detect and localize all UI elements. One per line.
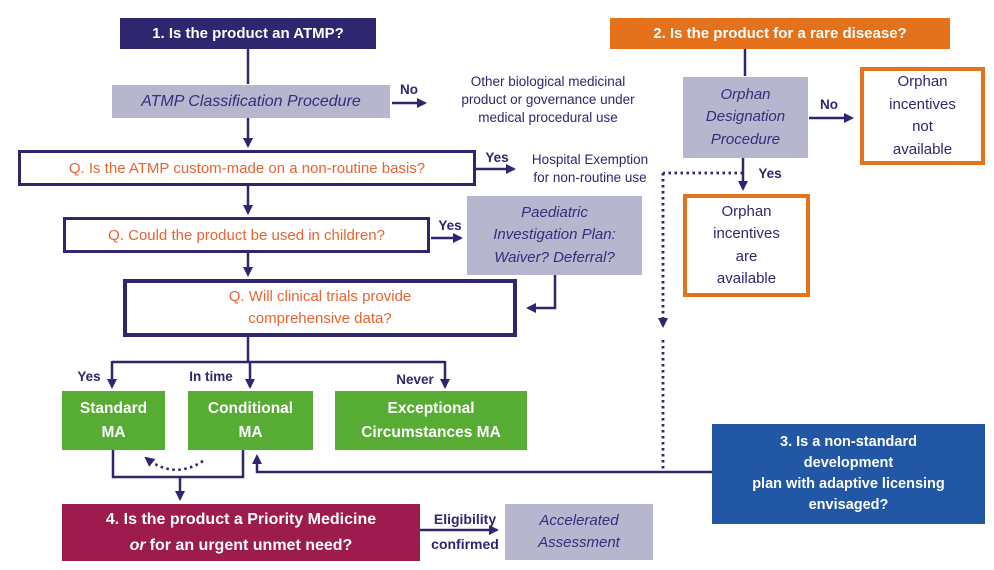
never-label: Never [396,372,434,387]
wire-ma-join [111,450,245,479]
question3-box: 3. Is a non-standard development plan wi… [712,424,985,524]
yes-branch-label: Yes [77,369,101,384]
paediatric-plan-box: Paediatric Investigation Plan: Waiver? D… [467,196,642,275]
hospital-exemption-text: Hospital Exemption for non-routine use [531,152,649,186]
question4-or: or [129,536,146,554]
no-label-atmp: No [400,82,418,97]
other-biological-text: Other biological medicinal product or go… [461,74,635,126]
q-clinical-trials-box: Q. Will clinical trials provide comprehe… [123,279,517,337]
q-children-label: Q. Could the product be used in children… [108,226,385,244]
yes-label-orphan: Yes [758,166,782,181]
yes-label-custom: Yes [485,150,509,165]
question2-label: 2. Is the product for a rare disease? [653,25,907,42]
accelerated-assessment-box: Accelerated Assessment [505,504,653,560]
standard-ma-box: Standard MA [62,391,165,450]
atmp-classification-label: ATMP Classification Procedure [141,92,361,110]
q-custom-made-box: Q. Is the ATMP custom-made on a non-rout… [18,150,476,186]
question4-box: 4. Is the product a Priority Medicine or… [62,504,420,561]
question1-label: 1. Is the product an ATMP? [152,25,344,42]
confirmed-label: confirmed [431,536,499,552]
conditional-ma-box: Conditional MA [188,391,313,450]
eligibility-label: Eligibility [433,511,497,527]
wire-box3-to-conditional [252,454,712,474]
orphan-incentives-are-box: Orphan incentives are available [683,194,810,297]
question2-box: 2. Is the product for a rare disease? [610,18,950,49]
no-label-orphan: No [820,97,838,112]
q-custom-made-label: Q. Is the ATMP custom-made on a non-rout… [68,159,426,177]
question4-line1: 4. Is the product a Priority Medicine [105,510,377,528]
q-children-box: Q. Could the product be used in children… [63,217,430,253]
question1-box: 1. Is the product an ATMP? [120,18,376,49]
orphan-designation-box: Orphan Designation Procedure [683,77,808,158]
exceptional-ma-box: Exceptional Circumstances MA [335,391,527,450]
wire-paediatric-to-qtrials [526,275,557,313]
in-time-label: In time [189,369,233,384]
orphan-incentives-not-box: Orphan incentives not available [860,67,985,165]
yes-label-children: Yes [438,218,462,233]
wire-conditional-to-standard-dotted [144,456,204,472]
atmp-classification-box: ATMP Classification Procedure [112,85,390,118]
